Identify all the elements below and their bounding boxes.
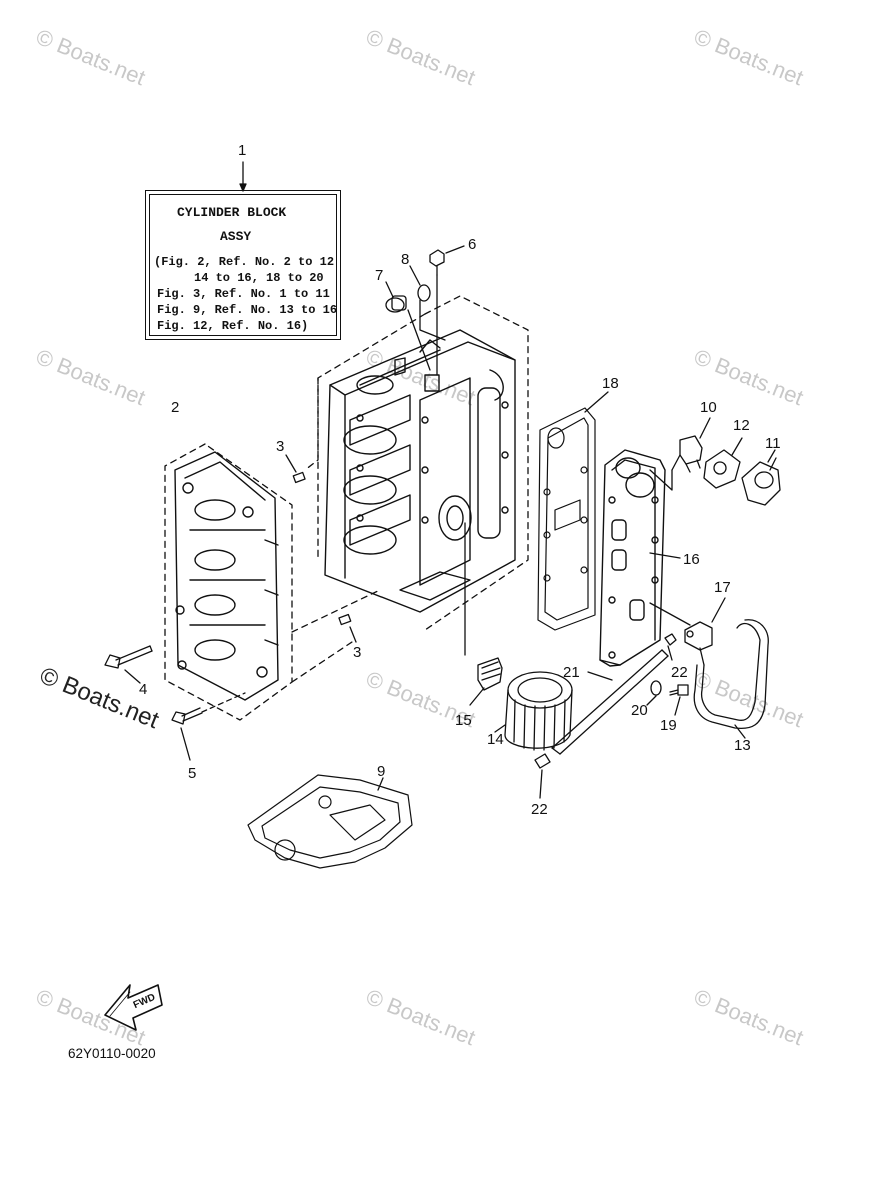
dashed-outline	[291, 639, 356, 683]
leader-line	[731, 437, 743, 456]
thermostat-cover-11	[741, 457, 781, 506]
diagram-code: 62Y0110-0020	[68, 1046, 156, 1061]
callout-10: 10	[700, 399, 717, 416]
callout-7: 7	[375, 267, 384, 284]
clamp-22a	[664, 633, 677, 646]
leader-line	[494, 724, 506, 733]
gasket-9	[247, 774, 413, 869]
callout-20: 20	[631, 702, 648, 719]
title-line: ASSY	[220, 229, 252, 244]
dashed-outline	[304, 377, 319, 471]
leader-line	[539, 769, 543, 799]
hose-13	[693, 619, 769, 730]
leader-line	[767, 449, 776, 463]
washer-8	[417, 284, 431, 302]
leader-line	[646, 695, 657, 706]
leader-line	[674, 696, 681, 716]
title-line: 14 to 16, 18 to 20	[194, 271, 324, 285]
callout-13: 13	[734, 737, 751, 754]
dowel-pin	[338, 613, 352, 626]
leader-line	[584, 391, 609, 413]
callout-11: 11	[765, 435, 781, 452]
callout-21: 21	[563, 664, 580, 681]
leader-line	[734, 724, 746, 739]
leader-line	[349, 626, 357, 643]
leader-line	[285, 454, 297, 473]
title-line: Fig. 3, Ref. No. 1 to 11	[157, 287, 330, 301]
oil-filter-14	[504, 671, 573, 751]
leader-line	[649, 469, 673, 491]
leader-line	[180, 727, 191, 761]
dashed-outline	[164, 443, 293, 721]
leader-line	[671, 454, 681, 471]
callout-2: 2	[171, 399, 180, 416]
clamp-22b	[534, 753, 551, 769]
title-line: CYLINDER BLOCK	[177, 205, 287, 220]
callout-3: 3	[353, 644, 362, 661]
bolt-19	[669, 684, 689, 696]
gasket-18	[537, 407, 596, 631]
bolt-4	[104, 645, 153, 669]
title-line: Fig. 12, Ref. No. 16)	[157, 319, 309, 333]
callout-19: 19	[660, 717, 677, 734]
bolt-5	[171, 707, 203, 725]
dashed-outline	[424, 295, 529, 631]
oil-strainer-15	[469, 657, 503, 706]
callout-6: 6	[468, 236, 477, 253]
leader-line	[649, 552, 681, 559]
leader-line	[667, 645, 673, 661]
dashed-outline	[201, 692, 246, 713]
gasket-12	[703, 449, 741, 489]
callout-22: 22	[671, 664, 688, 681]
callout-17: 17	[714, 579, 731, 596]
dashed-outline	[291, 589, 381, 633]
callout-5: 5	[188, 765, 197, 782]
dowel-pin	[292, 471, 306, 484]
thermostat-10	[679, 435, 703, 473]
title-line: Fig. 9, Ref. No. 13 to 16	[157, 303, 338, 317]
leader-line	[409, 265, 421, 286]
title-line: (Fig. 2, Ref. No. 2 to 12	[154, 255, 335, 269]
callout-1: 1	[238, 142, 247, 159]
leader-line	[124, 669, 141, 684]
leader-line	[649, 602, 691, 626]
fitting-17	[684, 621, 713, 666]
leader-line	[377, 777, 384, 791]
callout-4: 4	[139, 681, 148, 698]
leader-line	[587, 671, 613, 681]
callout-3: 3	[276, 438, 285, 455]
title-box: CYLINDER BLOCK ASSY (Fig. 2, Ref. No. 2 …	[145, 190, 341, 340]
leader-line	[445, 245, 465, 254]
callout-12: 12	[733, 417, 750, 434]
leader-line	[385, 281, 394, 298]
screw-6	[429, 249, 445, 276]
cylinder-block-center	[324, 329, 516, 613]
callout-22: 22	[531, 801, 548, 818]
leader-line	[699, 417, 711, 439]
leader-line	[419, 299, 446, 341]
callout-15: 15	[455, 712, 472, 729]
callout-8: 8	[401, 251, 410, 268]
callout-9: 9	[377, 763, 386, 780]
callout-18: 18	[602, 375, 619, 392]
plug-7	[385, 295, 407, 313]
callout-16: 16	[683, 551, 700, 568]
crankcase-left	[174, 451, 279, 701]
exhaust-cover-16	[599, 449, 666, 667]
leader-line	[407, 309, 431, 371]
leader-line	[711, 597, 726, 623]
washer-20	[650, 680, 662, 696]
arrowhead	[239, 183, 247, 192]
callout-14: 14	[487, 731, 504, 748]
fwd-arrow-icon	[104, 984, 163, 1031]
